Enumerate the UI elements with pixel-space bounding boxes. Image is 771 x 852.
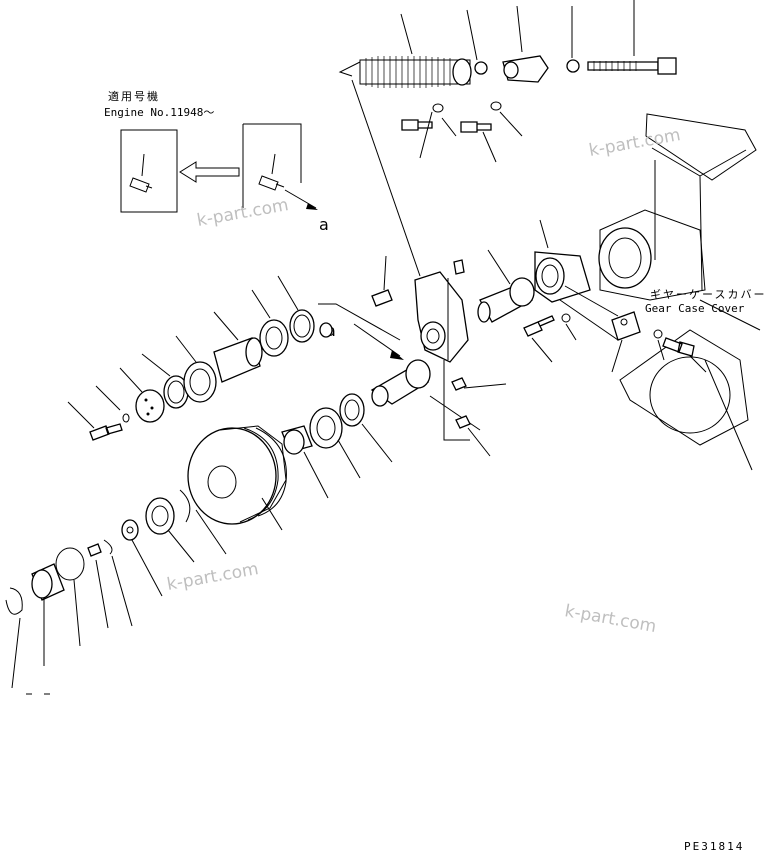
- inset-arrow-icon: [179, 161, 240, 183]
- watermark-3: k-part.com: [165, 559, 260, 595]
- upper-shaft-parts: [67, 275, 333, 441]
- fitting-new-icon: [129, 153, 153, 193]
- fitting-old-icon: [258, 153, 285, 191]
- gear-case-label-jp: ギヤーケースカバー: [650, 288, 766, 301]
- inset-leader: [284, 189, 317, 209]
- tensioner-arm: a: [318, 79, 507, 457]
- nut: [474, 61, 488, 75]
- coil-spring: [338, 56, 472, 88]
- engine-applicability-inset: 適用号機 Engine No.11948～ a: [104, 89, 329, 234]
- pulley-group: [145, 393, 393, 563]
- lower-cover-parts: [5, 519, 163, 695]
- inset-subtitle: Engine No.11948～: [104, 106, 214, 119]
- callout-a-inset: a: [319, 215, 329, 234]
- gear-case-cover: ギヤーケースカバー Gear Case Cover: [598, 113, 766, 471]
- long-bolt: [587, 61, 659, 71]
- bearing-housing-group: [477, 219, 707, 373]
- watermark-4: k-part.com: [563, 601, 658, 637]
- watermark-1: k-part.com: [587, 125, 682, 161]
- inset-title-jp: 適用号機: [108, 89, 160, 103]
- leader-arrowhead-icon: [390, 350, 404, 360]
- inset-old-part-frame: [242, 123, 302, 208]
- gear-case-label-en: Gear Case Cover: [645, 302, 745, 315]
- inset-new-part-box: [120, 129, 178, 213]
- drawing-code: PE31814: [684, 840, 744, 852]
- top-parts-row: [338, 0, 677, 88]
- washer: [566, 59, 580, 73]
- mounting-bolts-upper: [401, 101, 523, 163]
- leader-arrowhead-icon: [306, 203, 318, 210]
